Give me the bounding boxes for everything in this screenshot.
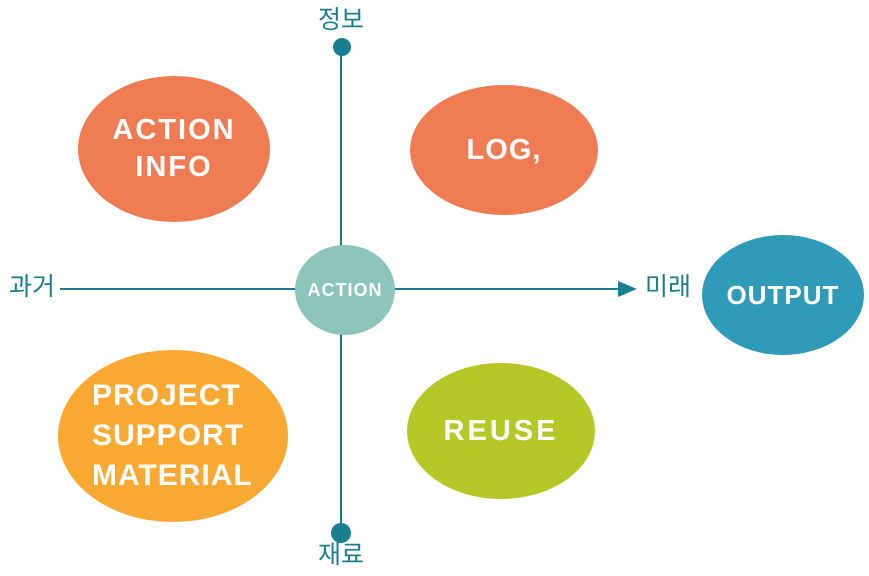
axis-label-bottom: 재료 [317,541,364,569]
bubble-label-line: LOG, [466,134,542,166]
bubble-output: OUTPUT [702,235,864,355]
right-arrowhead-icon [618,281,637,297]
axis-label-left: 과거 [8,273,55,301]
top-axis-dot-icon [333,38,351,56]
bubble-label-line: INFO [135,151,213,183]
bubble-label-line: OUTPUT [726,280,840,310]
bubble-reuse: REUSE [407,363,595,499]
bubble-label-line: MATERIAL [92,459,253,492]
bubble-project-support-material: PROJECT SUPPORT MATERIAL [58,350,288,522]
bubble-center-action: ACTION [295,245,395,335]
bubble-label-line: ACTION [112,114,236,146]
bubble-label-line: REUSE [443,415,559,447]
axis-label-top: 정보 [317,6,364,34]
bubble-label-line: SUPPORT [92,419,245,452]
bottom-axis-dot-icon [331,523,351,543]
bubble-action-info: ACTION INFO [78,76,270,222]
bubble-label-line: PROJECT [92,379,241,412]
bubble-label-line: ACTION [307,280,383,300]
axis-label-right: 미래 [644,273,691,301]
bubble-log: LOG, [410,85,598,215]
